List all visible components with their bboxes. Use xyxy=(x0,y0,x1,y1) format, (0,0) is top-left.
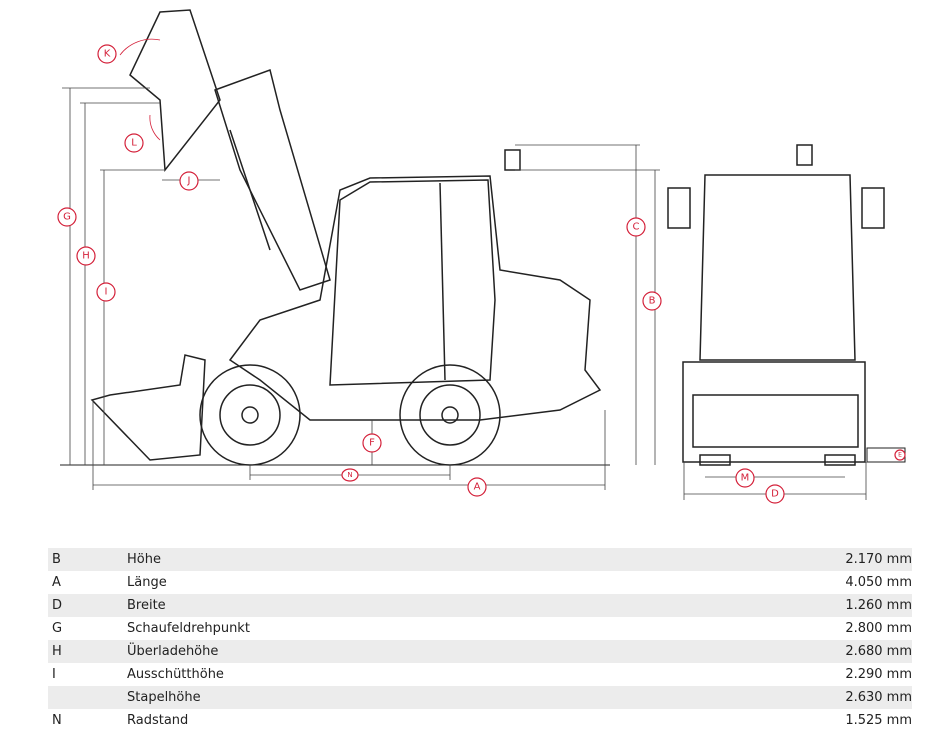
label-k: K xyxy=(104,49,111,60)
label-e: E xyxy=(898,452,902,459)
table-row: A Länge 4.050 mm xyxy=(48,571,912,594)
spec-name: Ausschütthöhe xyxy=(127,667,224,682)
spec-name: Länge xyxy=(127,575,167,590)
label-d: D xyxy=(771,489,779,500)
loader-dimension-diagram: K L J G H I C B F N A M D E xyxy=(57,9,906,504)
spec-value: 1.525 mm xyxy=(845,713,912,728)
spec-code: H xyxy=(52,644,62,659)
spec-code: D xyxy=(52,598,63,613)
label-a: A xyxy=(474,482,481,493)
spec-code: I xyxy=(52,667,56,682)
spec-code: B xyxy=(52,552,61,567)
label-i: I xyxy=(105,287,108,298)
dimension-lines xyxy=(62,38,867,500)
label-c: C xyxy=(633,222,640,233)
spec-name: Breite xyxy=(127,598,166,613)
spec-value: 2.290 mm xyxy=(845,667,912,682)
label-m: M xyxy=(741,473,750,484)
spec-name: Überladehöhe xyxy=(127,644,219,659)
label-b: B xyxy=(649,296,656,307)
table-row: Stapelhöhe 2.630 mm xyxy=(48,686,912,709)
table-row: B Höhe 2.170 mm xyxy=(48,548,912,571)
spec-code xyxy=(48,686,127,709)
table-row: H Überladehöhe 2.680 mm xyxy=(48,640,912,663)
side-view-loader xyxy=(60,9,610,466)
spec-name: Stapelhöhe xyxy=(127,690,201,705)
front-view-loader xyxy=(667,144,906,466)
spec-code: G xyxy=(52,621,63,636)
spec-value: 2.680 mm xyxy=(845,644,912,659)
spec-name: Höhe xyxy=(127,552,161,567)
spec-value: 2.170 mm xyxy=(845,552,912,567)
spec-code: N xyxy=(52,713,62,728)
spec-value: 4.050 mm xyxy=(845,575,912,590)
label-n: N xyxy=(347,471,352,479)
spec-code: A xyxy=(52,575,61,590)
spec-value: 2.630 mm xyxy=(845,690,912,705)
spec-name: Radstand xyxy=(127,713,189,728)
spec-value: 2.800 mm xyxy=(845,621,912,636)
spec-name: Schaufeldrehpunkt xyxy=(127,621,250,636)
table-row: I Ausschütthöhe 2.290 mm xyxy=(48,663,912,686)
specifications-table: B Höhe 2.170 mm A Länge 4.050 mm D Breite 1.260 … xyxy=(48,548,912,732)
dimension-label-markers xyxy=(57,44,906,504)
table-row: G Schaufeldrehpunkt 2.800 mm xyxy=(48,617,912,640)
spec-value: 1.260 mm xyxy=(845,598,912,613)
label-l: L xyxy=(131,138,137,149)
label-f: F xyxy=(369,438,375,449)
table-row: D Breite 1.260 mm xyxy=(48,594,912,617)
table-row: N Radstand 1.525 mm xyxy=(48,709,912,732)
label-j: J xyxy=(187,176,191,187)
label-h: H xyxy=(82,251,90,262)
label-g: G xyxy=(63,212,71,223)
